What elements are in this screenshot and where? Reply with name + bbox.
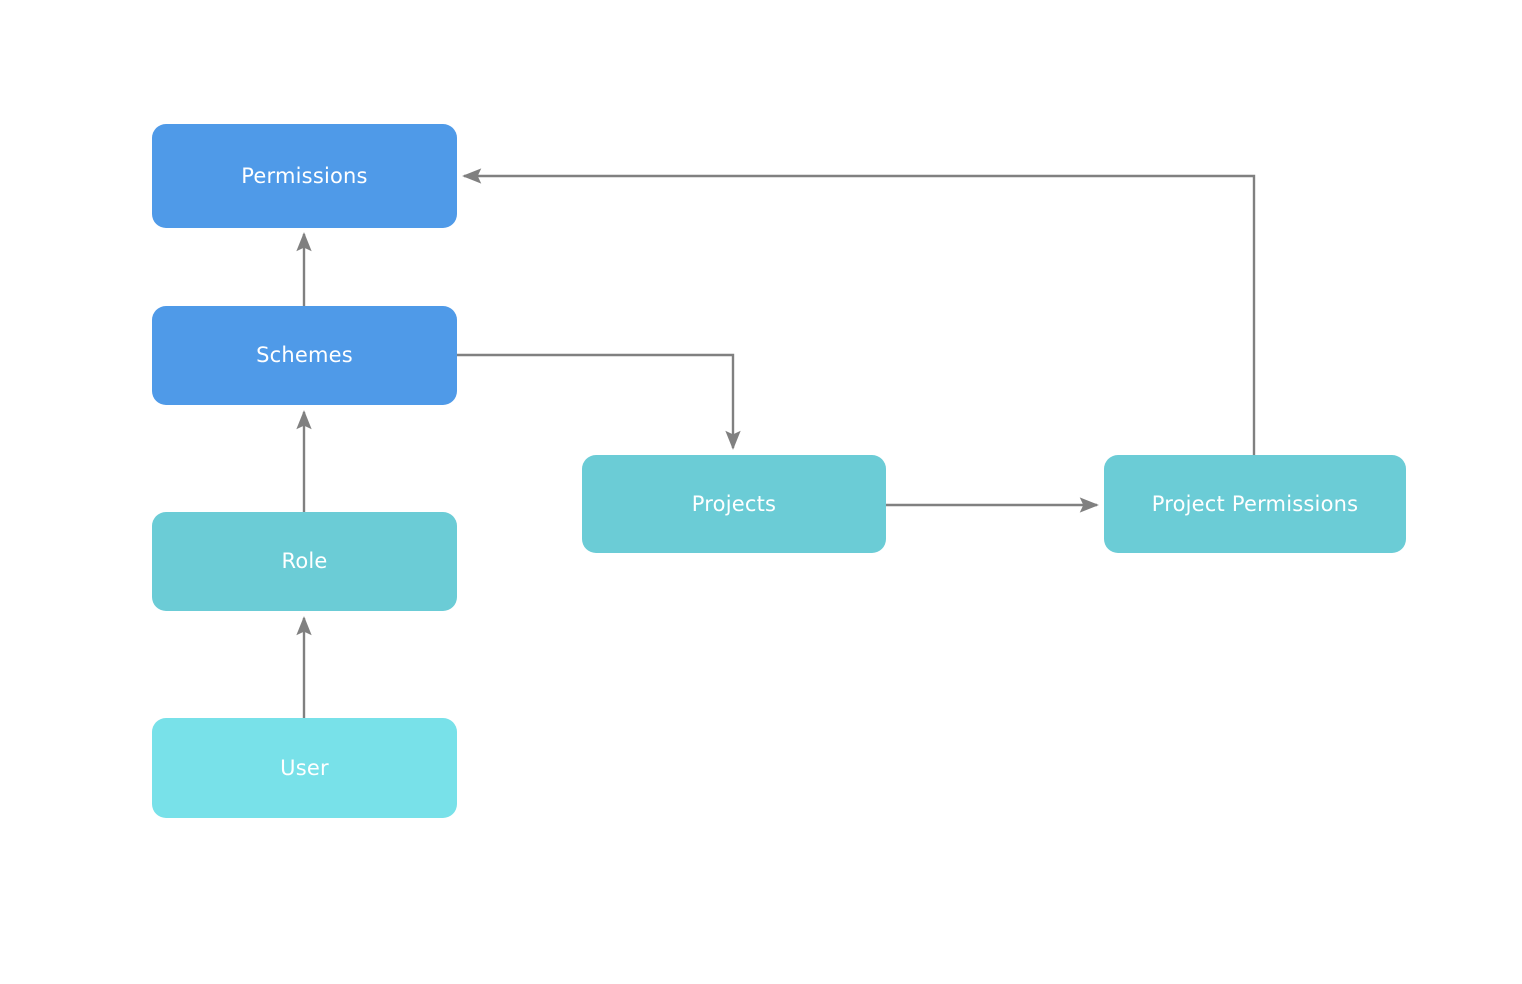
edge-schemes-to-projects — [457, 353, 741, 450]
node-permissions-label: Permissions — [241, 163, 368, 188]
node-schemes[interactable]: Schemes — [152, 306, 457, 405]
node-schemes-label: Schemes — [256, 343, 353, 367]
node-permissions[interactable]: Permissions — [152, 124, 457, 228]
node-role[interactable]: Role — [152, 512, 457, 611]
node-user[interactable]: User — [152, 718, 457, 818]
edge-project-permissions-to-permissions — [462, 168, 1256, 455]
node-project-permissions-label: Project Permissions — [1151, 491, 1359, 516]
node-user-label: User — [280, 755, 329, 780]
node-projects[interactable]: Projects — [582, 455, 886, 553]
node-projects-label: Projects — [691, 491, 777, 516]
node-role-label: Role — [281, 549, 328, 573]
node-project-permissions[interactable]: Project Permissions — [1104, 455, 1406, 553]
